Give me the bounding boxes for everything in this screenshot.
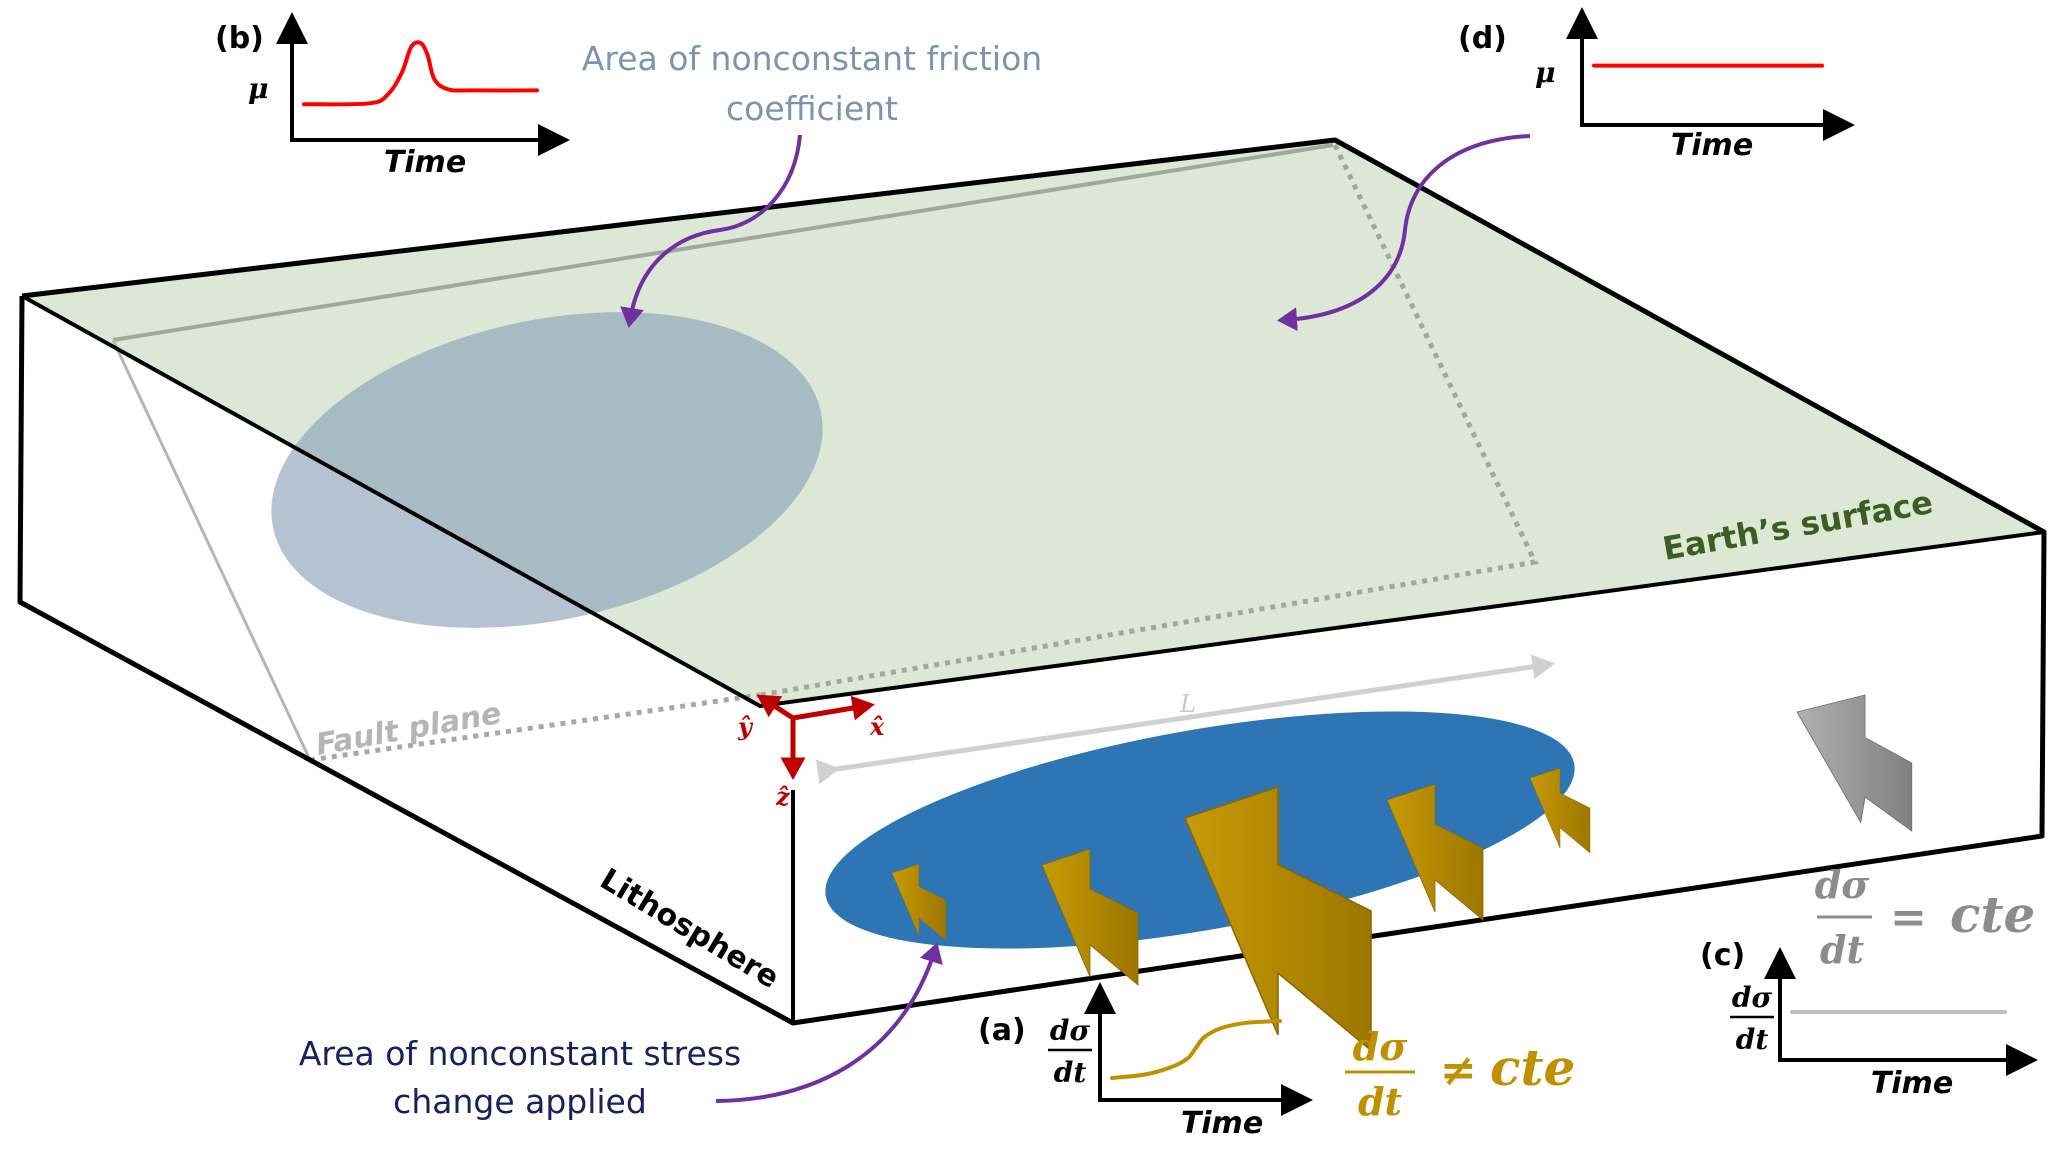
length-label: L (1179, 690, 1196, 718)
y-axis-label: ŷ (737, 712, 754, 741)
x-axis-label: x̂ (869, 712, 885, 741)
y-axis-arrow (756, 694, 795, 721)
inset-chart-c: (c) Time dσ dt (1700, 938, 2038, 1101)
gold-arrow-3 (1183, 785, 1372, 1053)
x-axis-label-a: Time (1181, 1106, 1263, 1141)
y-axis-label-den-a: dt (1054, 1056, 1087, 1089)
fault-plane-hidden-edge (309, 692, 761, 763)
y-axis-label-num-a: dσ (1050, 1014, 1091, 1047)
block-left-face (20, 296, 793, 1023)
gold-arrow-4 (1386, 783, 1484, 921)
gray-arrow (1796, 694, 1913, 832)
x-axis-label-d: Time (1671, 128, 1753, 163)
eq-a-numerator: dσ (1353, 1024, 1409, 1069)
series-line-b-0 (302, 40, 539, 107)
gold-arrow-1 (891, 863, 947, 941)
equation-nonconstant: dσ dt ≠ cte (1345, 1024, 1575, 1124)
eq-a-rhs: cte (1490, 1038, 1575, 1097)
x-axis-label-c: Time (1871, 1066, 1953, 1101)
panel-label-a: (a) (978, 1013, 1026, 1048)
stress-area-caption-line2: change applied (393, 1082, 647, 1121)
x-axis-arrow (792, 695, 875, 721)
eq-c-denominator: dt (1820, 927, 1865, 972)
inset-chart-a: (a) Time dσ dt (978, 982, 1313, 1141)
eq-c-operator: = (1890, 892, 1927, 943)
friction-area-caption-line2: coefficient (726, 89, 898, 128)
friction-area-ellipse (271, 312, 823, 628)
panel-label-b: (b) (215, 21, 264, 56)
coordinate-axes: x̂ ŷ ẑ (737, 694, 885, 811)
gold-arrow-2 (1041, 848, 1139, 986)
eq-c-rhs: cte (1950, 885, 2035, 944)
z-axis-label: ẑ (775, 782, 791, 811)
friction-area-caption-line1: Area of nonconstant friction (582, 39, 1042, 78)
series-line-a-0 (1110, 1019, 1282, 1080)
equation-constant: dσ dt = cte (1815, 862, 2036, 972)
stress-area-caption-line1: Area of nonconstant stress (299, 1034, 741, 1073)
eq-c-numerator: dσ (1815, 862, 1871, 907)
x-axis-label-b: Time (384, 145, 466, 180)
panel-label-c: (c) (1700, 938, 1745, 973)
panel-label-d: (d) (1458, 21, 1507, 56)
inset-chart-d: (d) Time μ (1458, 7, 1855, 163)
fault-plane-edge (111, 339, 312, 761)
y-axis-label-d: μ (1535, 56, 1556, 89)
y-axis-label-num-c: dσ (1732, 981, 1773, 1014)
leader-arrow-friction (620, 134, 802, 328)
surface-dotted-region (759, 143, 1539, 698)
block-outline (17, 137, 2047, 1026)
inset-chart-b: (b) Time μ (215, 12, 570, 180)
fault-surface-trace (112, 143, 1334, 342)
leader-arrow-stress (715, 942, 943, 1103)
y-axis-label-den-c: dt (1736, 1023, 1769, 1056)
length-arrow (815, 654, 1555, 785)
y-axis-label-b: μ (248, 72, 269, 105)
leader-arrow-surface (1277, 134, 1531, 332)
eq-a-operator: ≠ (1440, 1045, 1477, 1096)
gold-slip-arrows (891, 767, 1591, 1053)
eq-a-denominator: dt (1358, 1079, 1403, 1124)
gold-arrow-5 (1529, 767, 1591, 854)
